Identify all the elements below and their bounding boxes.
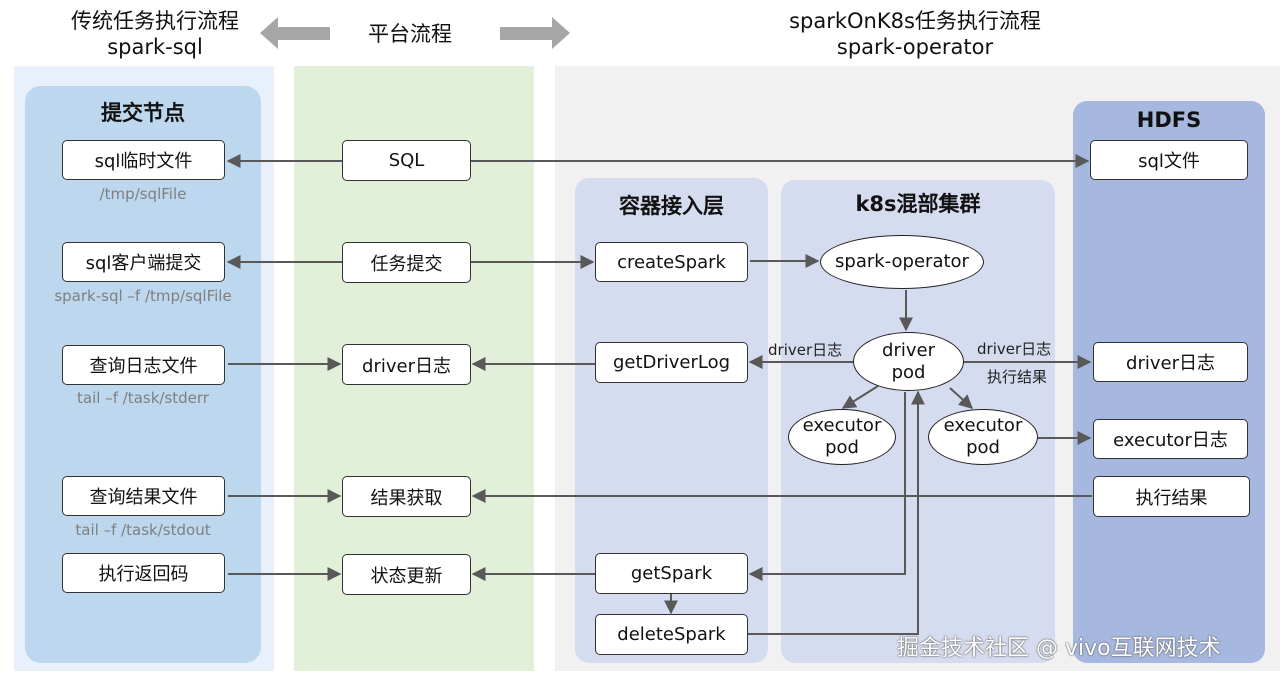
hdfs-exec-result-box: 执行结果	[1093, 476, 1250, 517]
arrow-driver-to-executor-b	[949, 387, 974, 409]
arrow-driver-to-getspark	[748, 392, 906, 581]
arrow-delete-to-driver	[748, 390, 925, 635]
edge-label-driver-log-right: driver日志	[977, 340, 1052, 358]
spark-operator-node: spark-operator	[820, 235, 984, 289]
k8s-cluster-title: k8s混部集群	[855, 192, 981, 216]
sql-client-submit-cmd: spark-sql –f /tmp/sqlFile	[54, 287, 232, 305]
left-header: 传统任务执行流程 spark-sql	[40, 8, 270, 60]
submit-node-title: 提交节点	[101, 101, 185, 125]
executor-pod-a-line1: executor	[802, 415, 882, 436]
sql-client-submit-box: sql客户端提交	[62, 242, 225, 282]
sql-temp-file-box: sql临时文件	[62, 140, 225, 180]
executor-pod-b-line2: pod	[966, 437, 1000, 458]
exec-return-code-box: 执行返回码	[62, 553, 225, 593]
delete-spark-box: deleteSpark	[595, 614, 748, 655]
executor-pod-b-line1: executor	[943, 415, 1023, 436]
header-left-arrow	[260, 17, 330, 49]
center-title: 平台流程	[368, 22, 452, 46]
edge-label-exec-result-right: 执行结果	[987, 368, 1048, 386]
result-fetch-box: 结果获取	[342, 476, 471, 517]
executor-pod-a-line2: pod	[825, 437, 859, 458]
driver-pod-line1: driver	[882, 339, 935, 361]
right-header: sparkOnK8s任务执行流程 spark-operator	[760, 8, 1070, 60]
query-log-file-box: 查询日志文件	[62, 345, 225, 385]
right-subtitle: spark-operator	[836, 35, 994, 59]
hdfs-driver-log-box: driver日志	[1093, 342, 1248, 382]
left-title: 传统任务执行流程	[71, 9, 239, 33]
hdfs-panel	[1073, 101, 1265, 663]
create-spark-box: createSpark	[595, 242, 748, 282]
query-result-file-box: 查询结果文件	[62, 476, 225, 516]
hdfs-executor-log-box: executor日志	[1093, 419, 1248, 459]
sql-temp-file-path: /tmp/sqlFile	[99, 185, 187, 203]
platform-driver-log-box: driver日志	[342, 344, 471, 385]
query-result-file-cmd: tail –f /task/stdout	[75, 521, 211, 539]
driver-pod-line2: pod	[891, 361, 926, 383]
header-right-arrow	[500, 17, 570, 49]
get-spark-box: getSpark	[595, 553, 748, 594]
status-update-box: 状态更新	[342, 554, 471, 595]
container-layer-title: 容器接入层	[619, 194, 724, 218]
edge-label-driver-log-left: driver日志	[768, 341, 843, 359]
watermark: 掘金技术社区 @ vivo互联网技术	[897, 636, 1221, 661]
sql-box: SQL	[342, 140, 471, 181]
query-log-file-cmd: tail –f /task/stderr	[77, 389, 209, 407]
right-title: sparkOnK8s任务执行流程	[789, 9, 1041, 33]
arrow-driver-to-executor-a	[841, 385, 879, 409]
hdfs-title: HDFS	[1136, 108, 1202, 132]
left-subtitle: spark-sql	[107, 35, 203, 59]
spark-operator-label: spark-operator	[835, 251, 969, 272]
task-submit-box: 任务提交	[342, 242, 471, 283]
get-driver-log-box: getDriverLog	[595, 342, 748, 383]
hdfs-sql-file-box: sql文件	[1090, 140, 1248, 180]
